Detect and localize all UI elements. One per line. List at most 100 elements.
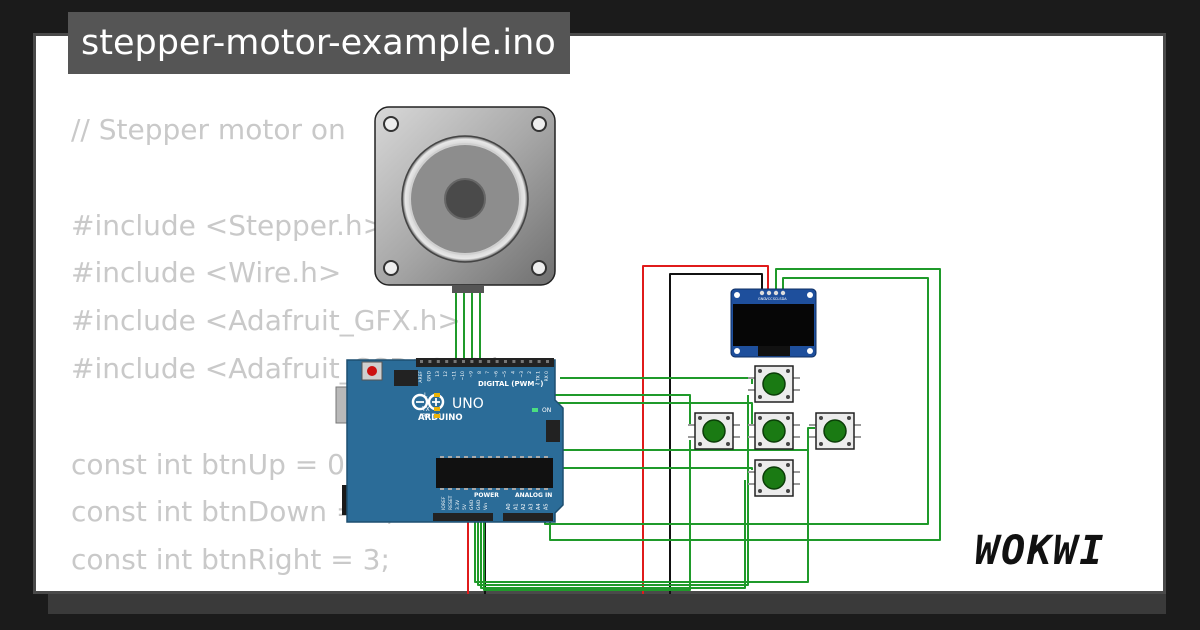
analog-pin-label: A2	[521, 503, 527, 510]
code-line: const int btnRight = 3;	[71, 543, 390, 577]
button-cap[interactable]	[762, 466, 786, 490]
button-cap[interactable]	[702, 419, 726, 443]
preview-card: // Stepper motor on #include <Stepper.h> #…	[33, 33, 1166, 594]
oled-pin-label: SDA	[779, 297, 787, 301]
top-pin-label: AREF	[418, 371, 424, 383]
wokwi-logo: WOKWI	[975, 528, 1106, 574]
code-line: #include <Adafruit_GFX.h>	[71, 304, 461, 338]
header-pin	[436, 360, 440, 363]
power-pin-label: RESET	[448, 495, 454, 510]
header-pin	[445, 360, 449, 363]
on-label: ON	[542, 407, 551, 414]
header-pin	[462, 360, 465, 363]
oled-pin-label: SCL	[773, 297, 780, 301]
oled-pin-label: GND	[758, 297, 766, 301]
power-pin-label: GND	[469, 499, 475, 510]
wire-red-vcc	[642, 265, 769, 594]
header-pin	[495, 360, 499, 363]
button-cap[interactable]	[762, 372, 786, 396]
oled-pin	[759, 290, 765, 296]
l-label: L	[424, 392, 428, 399]
wire-btn-gnd-4	[483, 440, 691, 591]
header-pin	[504, 360, 507, 363]
button-cap[interactable]	[762, 419, 786, 443]
push-buttons	[688, 365, 861, 497]
button-right[interactable]	[809, 412, 861, 450]
code-line: const int btnLeft = 4;	[71, 584, 532, 592]
code-line: #include <Wire.h>	[71, 256, 342, 290]
analog-header	[503, 513, 553, 521]
header-pin	[420, 360, 423, 363]
wire-btn-gnd-3	[474, 440, 809, 583]
digital-label: DIGITAL (PWM~)	[478, 380, 543, 388]
top-pin-label: ~5	[502, 371, 508, 378]
power-pin-label: IOREF	[441, 496, 447, 510]
top-pin-label: GND	[426, 370, 432, 381]
oled-pin	[780, 290, 786, 296]
stepper-motor[interactable]	[374, 106, 556, 293]
analog-pin-label: A1	[514, 503, 520, 510]
button-left[interactable]	[688, 412, 740, 450]
header-pin	[529, 360, 533, 363]
analog-pin-label: A3	[529, 503, 535, 510]
digital-header	[416, 358, 554, 367]
top-pin-label: ~11	[452, 371, 458, 381]
oled-screen	[733, 304, 814, 346]
analog-label: ANALOG IN	[515, 492, 552, 499]
header-pin	[470, 360, 474, 363]
power-pin-label: 5V	[462, 503, 468, 510]
top-pin-label: 12	[443, 371, 449, 377]
top-pin-label: 4	[510, 371, 516, 374]
header-pin	[453, 360, 457, 363]
power-pin-label: Vin	[483, 503, 489, 510]
tx-label: TX	[421, 406, 430, 413]
rx-label: RX	[422, 413, 430, 420]
wire-btn-gnd-2	[480, 480, 746, 589]
top-pin-label: ~3	[519, 371, 525, 378]
uno-label: UNO	[452, 396, 484, 412]
power-label: POWER	[474, 492, 499, 499]
top-pin-label: ~9	[468, 371, 474, 378]
wire-green-scl	[549, 268, 941, 541]
button-center[interactable]	[748, 412, 800, 450]
arduino-label: ARDUINO	[418, 413, 463, 423]
oled-pin-label: VCC	[765, 297, 773, 301]
top-pin-label: 13	[435, 371, 441, 377]
atmega-chip	[436, 458, 553, 488]
oled-pin	[766, 290, 772, 296]
top-pin-label: 8	[477, 371, 483, 374]
code-line: // Stepper motor on	[71, 113, 346, 146]
header-pin	[520, 360, 524, 363]
code-line: const int btnUp = 0;	[71, 447, 355, 481]
analog-pin-label: A5	[544, 503, 550, 510]
button-down[interactable]	[748, 459, 800, 497]
oled-pin	[773, 290, 779, 296]
header-pin	[546, 360, 549, 363]
button-up[interactable]	[748, 365, 800, 403]
header-pin	[487, 360, 491, 363]
power-pin-label: 3.3V	[455, 499, 461, 510]
header-pin	[478, 360, 482, 363]
analog-pin-label: A4	[536, 503, 542, 510]
wire-btn-up	[560, 377, 753, 384]
top-pin-label: ~10	[460, 371, 466, 381]
top-pin-label: 2	[527, 371, 533, 374]
top-pin-label: RX 0	[544, 371, 550, 382]
wire-btn-gnd	[477, 395, 749, 586]
power-pin-label: GND	[476, 499, 482, 510]
header-pin	[537, 360, 541, 363]
sketch-title: stepper-motor-example.ino	[68, 12, 570, 74]
analog-pin-label: A0	[506, 503, 512, 510]
header-pin	[428, 360, 432, 363]
top-pin-label: ~6	[494, 371, 500, 378]
top-pin-label: TX 1	[536, 371, 542, 382]
wire-black-oled-gnd	[669, 273, 763, 594]
button-cap[interactable]	[823, 419, 847, 443]
header-pin	[512, 360, 516, 363]
power-header	[433, 513, 493, 521]
code-line: #include <Stepper.h>	[71, 208, 387, 242]
